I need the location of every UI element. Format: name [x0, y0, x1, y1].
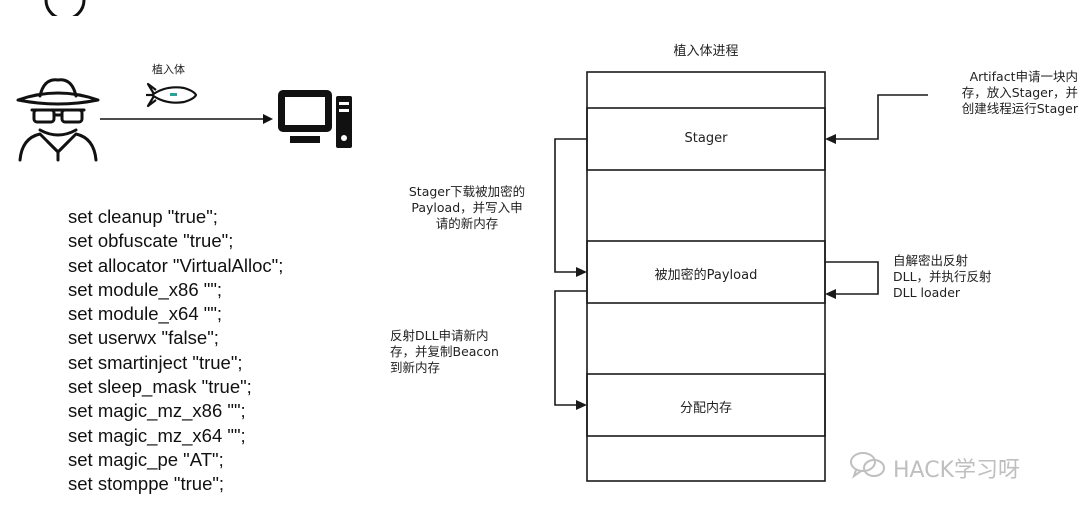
- config-line: set userwx "false";: [68, 327, 219, 349]
- note-reflective-dll: 反射DLL申请新内 存，并复制Beacon 到新内存: [390, 328, 499, 375]
- reflective-arrow-line: [554, 290, 587, 406]
- note-stager-download: Stager下载被加密的 Payload，并写入申 请的新内存: [408, 184, 526, 231]
- config-line: set magic_mz_x64 "";: [68, 424, 246, 446]
- memory-title: 植入体进程: [673, 44, 739, 59]
- artifact-arrowhead: [825, 134, 836, 144]
- note-self-decrypt: 自解密出反射 DLL，并执行反射 DLL loader: [893, 253, 992, 300]
- segment-stager-label: Stager: [684, 131, 728, 146]
- note-artifact: Artifact申请一块内 存，放入Stager，并 创建线程运行Stager: [961, 69, 1078, 116]
- config-line: set magic_pe "AT";: [68, 448, 224, 470]
- config-line: set obfuscate "true";: [68, 230, 234, 252]
- watermark-text: HACK学习呀: [893, 458, 1020, 483]
- stager-download-arrowhead: [576, 267, 587, 277]
- computer-icon: [278, 90, 352, 148]
- hacker-icon: [16, 78, 100, 162]
- implant-label: 植入体: [152, 63, 185, 76]
- config-line: set stomppe "true";: [68, 473, 225, 495]
- rocket-icon: [146, 82, 198, 108]
- config-line: set allocator "VirtualAlloc";: [68, 254, 284, 276]
- config-line: set sleep_mask "true";: [68, 376, 252, 398]
- delivery-arrow: [100, 114, 273, 124]
- config-line: set module_x64 "";: [68, 303, 223, 325]
- wechat-icon: [850, 452, 885, 479]
- partial-logo-icon: [44, 0, 86, 16]
- reflective-arrowhead: [576, 400, 587, 410]
- stager-download-arrow-line: [554, 138, 587, 273]
- config-line: set smartinject "true";: [68, 351, 243, 373]
- config-line: set cleanup "true";: [68, 206, 218, 227]
- config-line: set magic_mz_x86 "";: [68, 400, 246, 422]
- config-code-block: set cleanup "true"; set obfuscate "true";…: [68, 205, 283, 497]
- artifact-arrow-line: [835, 94, 928, 140]
- self-decrypt-arrowhead: [825, 289, 836, 299]
- segment-payload-label: 被加密的Payload: [654, 268, 758, 283]
- config-line: set module_x86 "";: [68, 278, 223, 300]
- self-decrypt-arrow-line: [825, 261, 879, 295]
- segment-alloc-label: 分配内存: [679, 401, 732, 416]
